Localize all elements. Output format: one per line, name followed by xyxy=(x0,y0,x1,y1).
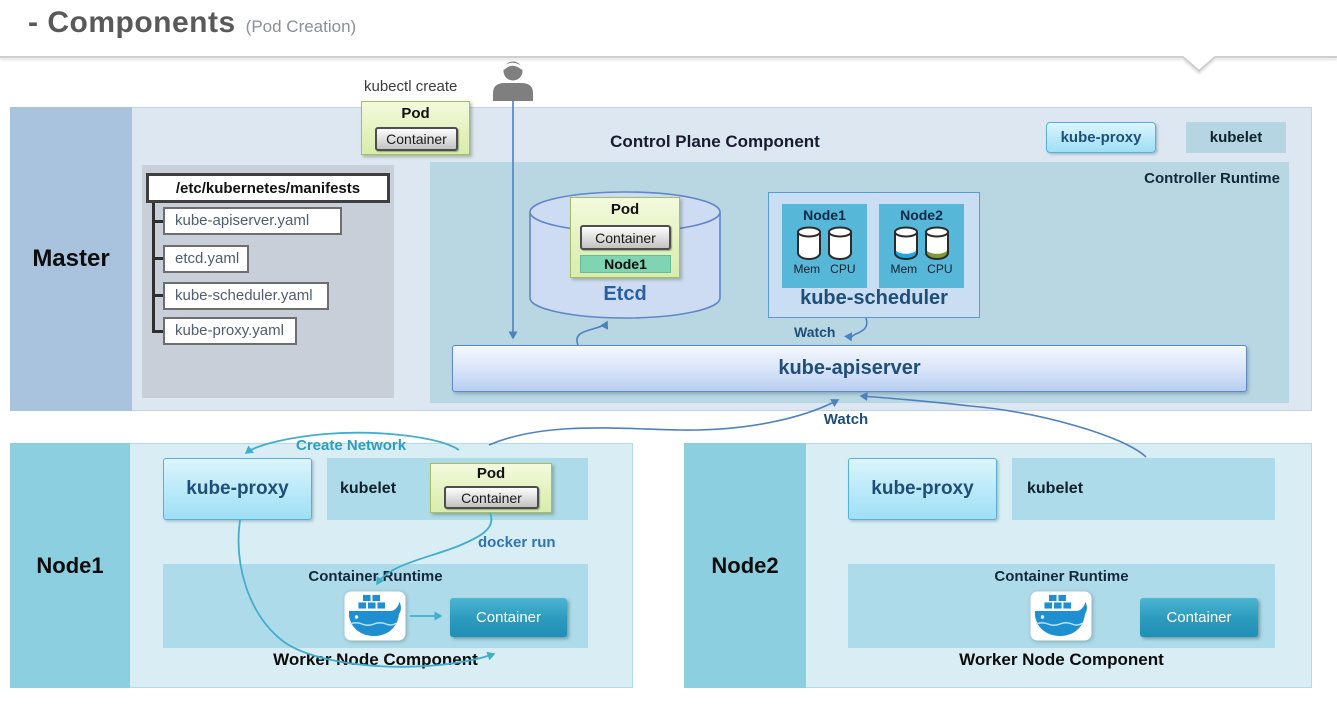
pod-create-box: Pod Container xyxy=(361,101,470,155)
node1-pod-box: Pod Container xyxy=(430,463,552,513)
cpu-label: CPU xyxy=(927,262,953,276)
tree-branch-line xyxy=(152,330,163,333)
manifests-panel xyxy=(142,165,394,398)
watch-nodes-label: Watch xyxy=(823,411,869,428)
user-icon xyxy=(493,61,533,101)
master-kube-proxy-box: kube-proxy xyxy=(1046,122,1156,153)
node1-runtime-label: Container Runtime xyxy=(308,568,443,585)
tree-branch-line xyxy=(152,257,163,260)
mem-cylinder-icon xyxy=(797,226,821,261)
etcd-pod-node-tag: Node1 xyxy=(580,255,671,273)
node2-runtime-label: Container Runtime xyxy=(994,568,1129,585)
manifest-file: etcd.yaml xyxy=(163,245,249,273)
kube-apiserver-bar: kube-apiserver xyxy=(452,345,1247,392)
master-sidebar: Master xyxy=(10,107,132,411)
node1-kube-proxy-box: kube-proxy xyxy=(163,458,312,520)
tree-trunk-line xyxy=(152,203,155,332)
manifest-file: kube-proxy.yaml xyxy=(163,317,297,345)
tree-branch-line xyxy=(152,294,163,297)
create-network-label: Create Network xyxy=(296,437,407,454)
cpu-cylinder-icon-used xyxy=(925,226,949,261)
kube-scheduler-label: kube-scheduler xyxy=(800,287,948,309)
page-title: - Components (Pod Creation) xyxy=(28,6,356,40)
docker-icon xyxy=(344,591,406,641)
scheduler-node2-card: Node2 Mem CPU xyxy=(879,204,964,288)
kube-scheduler-box: Node1 Mem CPU Node2 xyxy=(768,192,980,318)
page-subtitle: (Pod Creation) xyxy=(245,17,357,36)
manifest-file: kube-apiserver.yaml xyxy=(163,207,342,235)
node2-sidebar: Node2 xyxy=(684,443,806,688)
node1-sidebar: Node1 xyxy=(10,443,130,688)
node2-container-box: Container xyxy=(1140,598,1258,637)
etcd-pod-box: Pod Container Node1 xyxy=(570,197,680,278)
node2-kubelet-label: kubelet xyxy=(1027,480,1084,497)
node2-kube-proxy-box: kube-proxy xyxy=(848,458,997,520)
docker-run-label: docker run xyxy=(478,534,556,551)
scheduler-node1-card: Node1 Mem CPU xyxy=(782,204,867,288)
mem-cylinder-icon-used xyxy=(894,226,918,261)
etcd-pod-container-box: Container xyxy=(580,225,671,250)
pod-create-container-box: Container xyxy=(375,127,458,151)
node1-pod-title: Pod xyxy=(476,465,506,482)
node2-kubelet-strip xyxy=(1012,458,1275,520)
mem-label: Mem xyxy=(890,262,918,276)
master-kubelet-box: kubelet xyxy=(1186,122,1286,153)
mem-label: Mem xyxy=(793,262,821,276)
node1-kubelet-label: kubelet xyxy=(340,480,397,497)
node1-pod-container-box: Container xyxy=(444,486,539,509)
scheduler-node1-name: Node1 xyxy=(803,207,846,223)
docker-icon xyxy=(1030,591,1092,641)
controller-runtime-label: Controller Runtime xyxy=(1144,170,1280,187)
header-rule xyxy=(0,56,1337,73)
node1-container-box: Container xyxy=(450,598,567,637)
manifest-file: kube-scheduler.yaml xyxy=(163,282,329,310)
pod-create-title: Pod xyxy=(401,105,430,122)
etcd-label: Etcd xyxy=(603,283,647,305)
manifests-path-header: /etc/kubernetes/manifests xyxy=(146,173,390,203)
node2-footer-label: Worker Node Component xyxy=(959,650,1164,669)
page-title-text: - Components xyxy=(28,6,236,39)
cpu-label: CPU xyxy=(830,262,856,276)
watch-scheduler-label: Watch xyxy=(794,324,836,340)
scheduler-node2-name: Node2 xyxy=(900,207,943,223)
cpu-cylinder-icon xyxy=(828,226,852,261)
tree-branch-line xyxy=(152,220,163,223)
node1-footer-label: Worker Node Component xyxy=(273,650,478,669)
kubectl-create-label: kubectl create xyxy=(364,78,458,95)
etcd-pod-title: Pod xyxy=(610,201,640,218)
control-plane-label: Control Plane Component xyxy=(610,132,820,151)
